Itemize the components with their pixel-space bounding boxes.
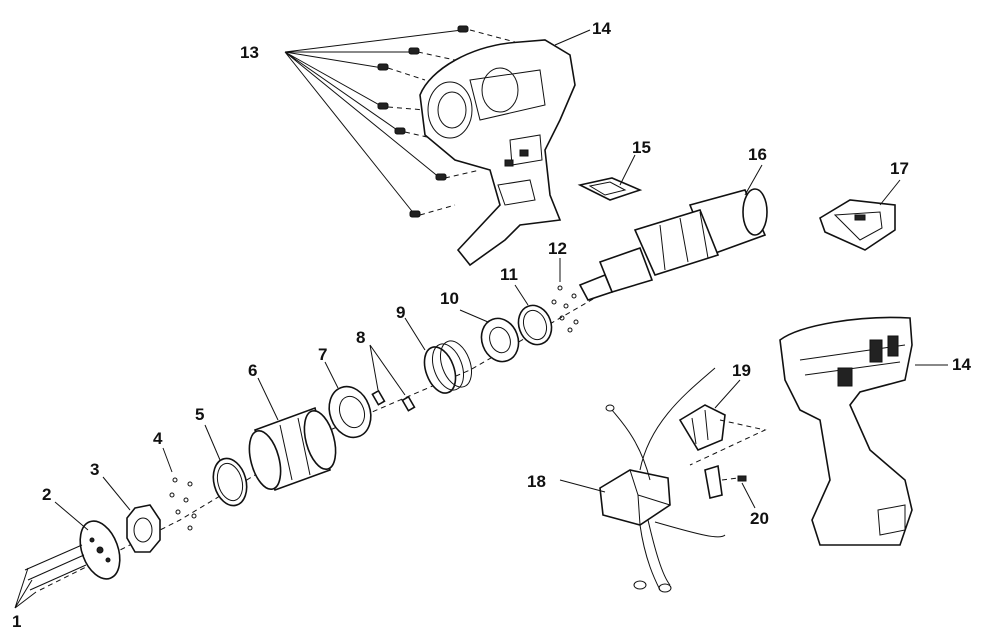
callout-13: 13 (240, 43, 259, 62)
part-7-clutch (324, 361, 372, 439)
part-5-ring (204, 424, 248, 507)
part-14-top-leader (554, 29, 591, 46)
callout-11: 11 (500, 265, 518, 284)
part-3-nut (102, 476, 161, 553)
part-6-collar (248, 377, 337, 492)
part-11-ring (514, 284, 553, 346)
callout-14-right: 14 (952, 355, 971, 374)
callout-9: 9 (396, 303, 405, 322)
part-20-screw (704, 464, 756, 509)
callout-6: 6 (248, 361, 257, 380)
callout-16: 16 (748, 145, 767, 164)
part-9-spring (404, 317, 473, 394)
part-10-gear (459, 309, 520, 363)
callout-5: 5 (195, 405, 204, 424)
part-13-screws (284, 25, 516, 218)
part-19-block (678, 379, 767, 466)
callout-15: 15 (632, 138, 651, 157)
callout-4: 4 (153, 429, 163, 448)
part-18-switch (559, 367, 726, 593)
part-15-clip (577, 154, 643, 201)
part-14-housing-right (779, 316, 948, 546)
part-8-pins (369, 344, 416, 412)
part-16-motor (578, 164, 768, 301)
callout-18: 18 (527, 472, 546, 491)
callout-1: 1 (12, 612, 21, 631)
callout-19: 19 (732, 361, 751, 380)
callout-10: 10 (440, 289, 459, 308)
callout-17: 17 (890, 159, 909, 178)
callout-8: 8 (356, 328, 365, 347)
callout-14-top: 14 (592, 19, 611, 38)
part-12-balls (551, 258, 579, 333)
part-1-screws (14, 544, 87, 609)
part-4-balls (162, 447, 197, 531)
part-2-plate (54, 501, 121, 580)
callout-20: 20 (750, 509, 769, 528)
callout-3: 3 (90, 460, 99, 479)
callout-2: 2 (42, 485, 51, 504)
callout-12: 12 (548, 239, 567, 258)
callout-7: 7 (318, 345, 327, 364)
part-17-bracket (819, 179, 901, 251)
part-14-housing-left (419, 39, 576, 267)
